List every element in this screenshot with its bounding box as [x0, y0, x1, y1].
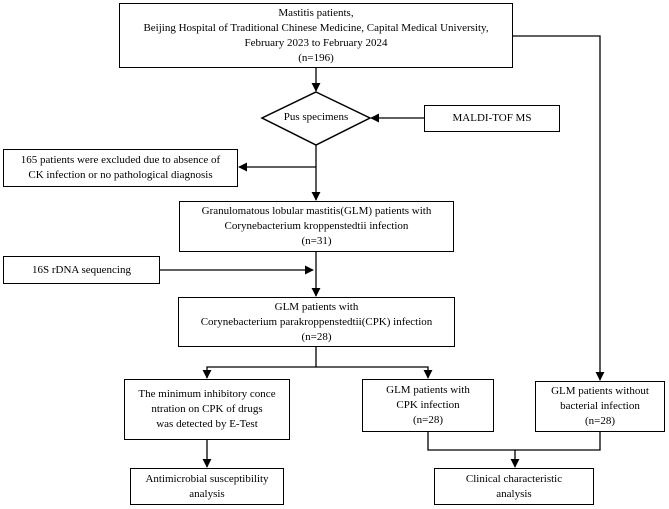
- glm-ck-line-1: Granulomatous lobular mastitis(GLM) pati…: [201, 205, 432, 217]
- mic-box: The minimum inhibitory conce ntration on…: [124, 379, 290, 440]
- glm-cpk-infection-box: GLM patients with CPK infection (n=28): [362, 379, 494, 432]
- connector-split: [202, 347, 317, 379]
- glm-no-infection-line-1: GLM patients without: [551, 385, 649, 397]
- glm-ck-line-2: Corynebacterium kroppenstedtii infection: [224, 220, 409, 232]
- glm-ck-line-3: (n=31): [301, 235, 332, 247]
- glm-no-infection-box: GLM patients without bacterial infection…: [535, 381, 665, 432]
- mic-line-2: ntration on CPK of drugs: [151, 403, 263, 415]
- arrow-start-to-no-infection: [513, 35, 605, 381]
- clinical-line-1: Clinical characteristic: [465, 472, 563, 485]
- connector-split-right: [316, 366, 433, 379]
- excluded-line-1: 165 patients were excluded due to absenc…: [20, 154, 221, 166]
- connector-merge-right: [515, 432, 601, 451]
- excluded-line-2: CK infection or no pathological diagnosi…: [28, 169, 213, 181]
- start-line-3: February 2023 to February 2024: [244, 36, 388, 49]
- glm-cpk-line-2: Corynebacterium parakroppenstedtii(CPK) …: [200, 315, 433, 328]
- glm-cpk-infection-line-1: GLM patients with: [386, 384, 470, 396]
- start-line-4: (n=196): [298, 51, 334, 64]
- maldi-label: MALDI-TOF MS: [452, 112, 532, 124]
- mic-line-3: was detected by E-Test: [156, 418, 258, 430]
- rdna-label: 16S rDNA sequencing: [32, 263, 131, 276]
- start-box: Mastitis patients, Beijing Hospital of T…: [119, 3, 513, 68]
- clinical-box: Clinical characteristic analysis: [434, 468, 594, 505]
- glm-cpk-box: GLM patients with Corynebacterium parakr…: [178, 297, 455, 347]
- clinical-line-2: analysis: [496, 487, 532, 500]
- maldi-box: MALDI-TOF MS: [424, 105, 560, 132]
- glm-cpk-line-3: (n=28): [301, 330, 332, 343]
- glm-ck-box: Granulomatous lobular mastitis(GLM) pati…: [179, 201, 454, 252]
- glm-cpk-line-1: GLM patients with: [274, 300, 359, 313]
- ast-line-2: analysis: [189, 487, 225, 500]
- connector-merge-left: [427, 432, 520, 468]
- glm-cpk-infection-line-3: (n=28): [412, 414, 444, 426]
- start-line-1: Mastitis patients,: [278, 6, 354, 19]
- mic-line-1: The minimum inhibitory conce: [138, 388, 276, 400]
- pus-specimens-label: Pus specimens: [283, 111, 349, 123]
- excluded-box: 165 patients were excluded due to absenc…: [3, 149, 238, 187]
- ast-line-1: Antimicrobial susceptibility: [145, 472, 269, 485]
- ast-box: Antimicrobial susceptibility analysis: [130, 468, 284, 505]
- pus-specimens-diamond: [260, 91, 372, 146]
- glm-no-infection-line-2: bacterial infection: [560, 400, 640, 412]
- glm-cpk-infection-line-2: CPK infection: [396, 399, 460, 411]
- start-line-2: Beijing Hospital of Traditional Chinese …: [143, 21, 489, 34]
- glm-no-infection-line-3: (n=28): [584, 415, 616, 427]
- rdna-box: 16S rDNA sequencing: [3, 256, 160, 284]
